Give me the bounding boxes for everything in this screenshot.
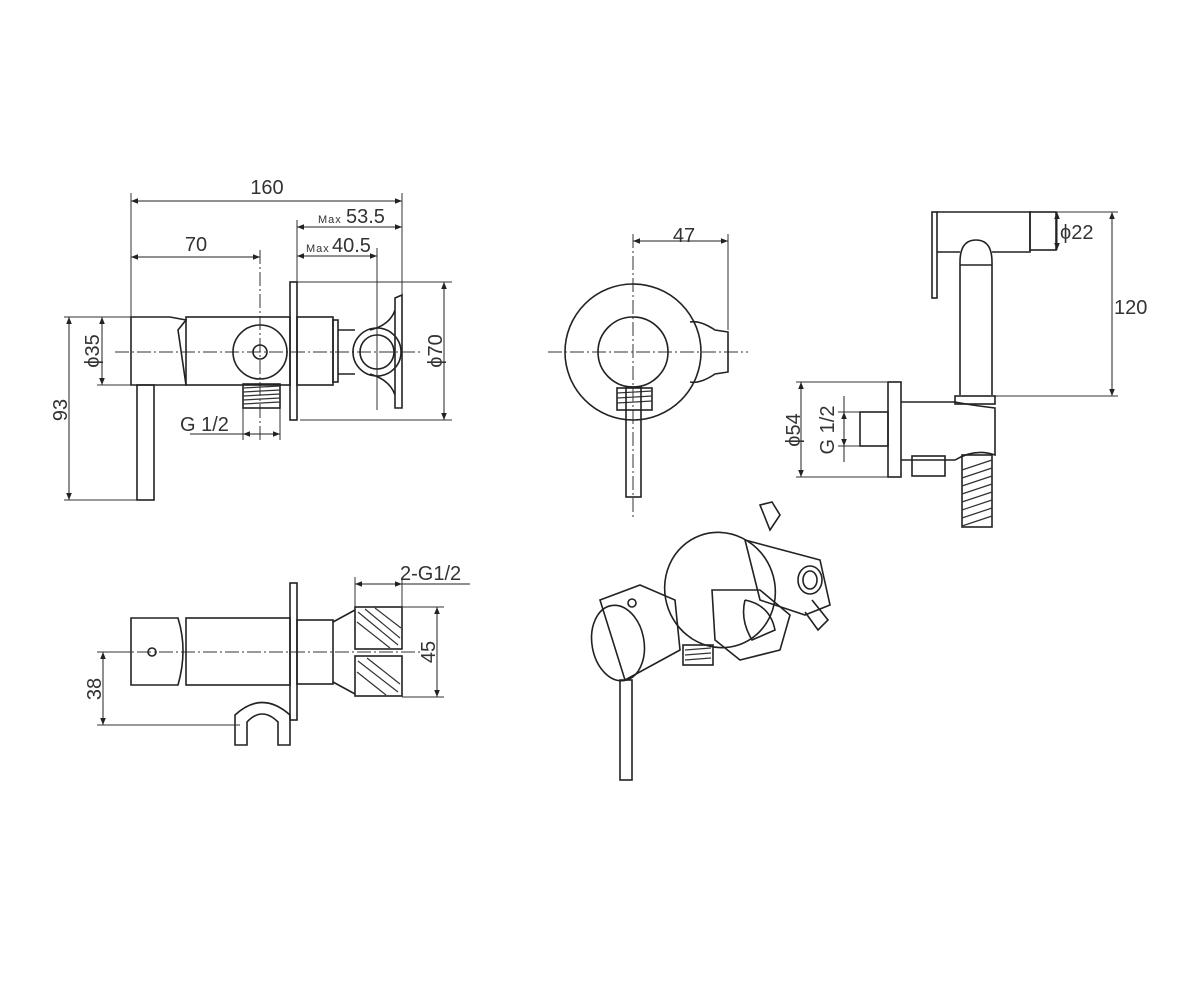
handset-thread-label: G 1/2 [817,406,839,455]
top-view: 38 2-G1/2 45 [84,563,470,746]
dim-70-label: 70 [185,234,207,256]
front-view: 47 [548,225,748,520]
dim-53-5-label: 53.5 [346,206,385,228]
dim-22-label: ϕ22 [1060,222,1093,244]
handset-view: ϕ22 120 ϕ54 G 1/2 [783,211,1147,528]
dim-2-g1-2-label: 2-G1/2 [400,563,461,585]
max-label-outer: Max [318,214,342,226]
dim-35-label: ϕ35 [82,334,104,367]
dim-40-5-label: 40.5 [332,235,371,257]
dim-47-label: 47 [673,225,695,247]
dim-70-diameter-label: ϕ70 [425,334,447,367]
max-label-inner: Max [306,243,330,255]
dim-160-label: 160 [250,177,283,199]
dim-38-label: 38 [84,678,106,700]
dim-120-label: 120 [1114,297,1147,319]
thread-label: G 1/2 [180,414,229,436]
dim-45-label: 45 [418,641,440,663]
dim-54-label: ϕ54 [783,413,805,446]
dim-93-label: 93 [50,399,72,421]
side-view: 160 Max 53.5 Max 40.5 70 93 ϕ35 ϕ70 G 1/… [50,177,452,501]
lever-handle [136,384,155,501]
isometric-view [590,501,831,781]
